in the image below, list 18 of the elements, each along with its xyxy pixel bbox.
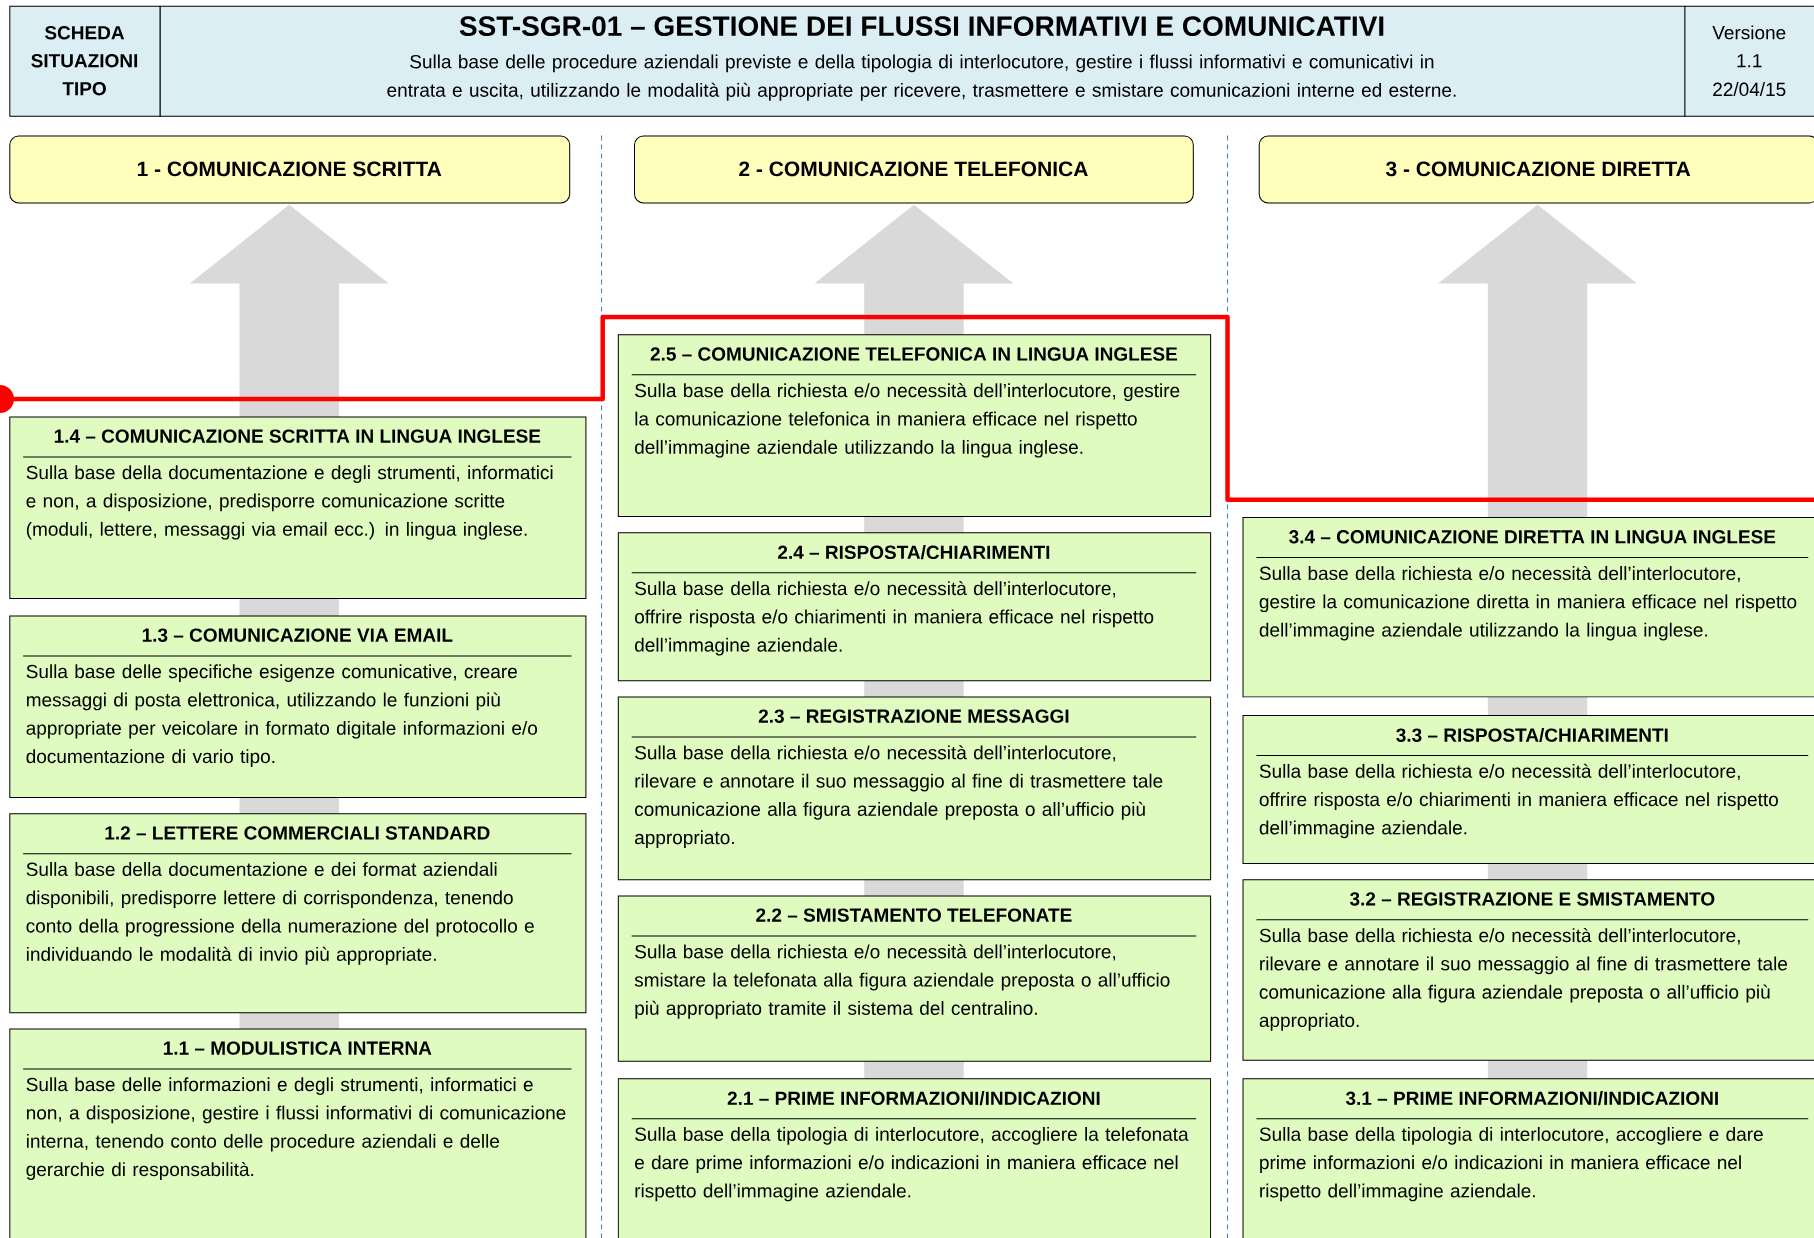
text-box: 2.1 – PRIME INFORMAZIONI/INDICAZIONI Sulla base della tipologia di interlocutore, accogliere la telefonata e dare prime informazioni e/o indicazioni in maniera efficace nel rispetto dell’immagine aziendale. xyxy=(617,1078,1212,1238)
text-box: 3.3 – RISPOSTA/CHIARIMENTI Sulla base della richiesta e/o necessità dell’interlocutore, offrire risposta e/o chiarimenti in maniera efficace nel rispetto dell’immagine aziendale. xyxy=(1242,715,1814,865)
header-cell: SCHEDA SITUAZIONI TIPO xyxy=(9,5,161,117)
text-box: 1.2 – LETTERE COMMERCIALI STANDARD Sulla base della documentazione e dei format aziendali disponibili, predisporre lettere di corrispondenza, tenendo conto della progressione della numerazione del protocollo e individuando le modalità di invio più appropriate. xyxy=(9,813,587,1014)
text-box: 1.4 – COMUNICAZIONE SCRITTA IN LINGUA INGLESE Sulla base della documentazione e degli strumenti, informatici e non, a disposizione, predisporre comunicazione scritte (moduli, lettere, messaggi via email ecc.) in lingua inglese. xyxy=(9,416,587,600)
text-box: 3.1 – PRIME INFORMAZIONI/INDICAZIONI Sulla base della tipologia di interlocutore, accogliere e dare prime informazioni e/o indicazioni in maniera efficace nel rispetto dell’immagine aziendale. xyxy=(1242,1078,1814,1238)
header-cell: Versione 1.1 22/04/15 xyxy=(1684,5,1814,117)
text-box: 2.2 – SMISTAMENTO TELEFONATE Sulla base della richiesta e/o necessità dell’interlocutore, smistare la telefonata alla figura aziendale preposta o all’ufficio più appropriato tramite il sistema del centralino. xyxy=(617,895,1212,1062)
text-box: 3.2 – REGISTRAZIONE E SMISTAMENTO Sulla base della richiesta e/o necessità dell’interlocutore, rilevare e annotare il suo messaggio al fine di trasmettere tale comunicazione alla figura aziendale preposta o all’ufficio più appropriato. xyxy=(1242,879,1814,1061)
text-box: 2.3 – REGISTRAZIONE MESSAGGI Sulla base della richiesta e/o necessità dell’interlocutore, rilevare e annotare il suo messaggio al fine di trasmettere tale comunicazione alla figura aziendale preposta o all’ufficio più appropriato. xyxy=(617,696,1212,881)
text-box: 1.3 – COMUNICAZIONE VIA EMAIL Sulla base delle specifiche esigenze comunicative, creare messaggi di posta elettronica, utilizzando le funzioni più appropriate per veicolare in formato digitale informazioni e/o documentazione di vario tipo. xyxy=(9,615,587,799)
text-box: 2.5 – COMUNICAZIONE TELEFONICA IN LINGUA INGLESE Sulla base della richiesta e/o necessità dell’interlocutore, gestire la comunicazione telefonica in maniera efficace nel rispetto dell’immagine aziendale utilizzando la lingua inglese. xyxy=(617,334,1212,517)
column-header: 3 - COMUNICAZIONE DIRETTA xyxy=(1258,135,1814,204)
text-box: 2.4 – RISPOSTA/CHIARIMENTI Sulla base della richiesta e/o necessità dell’interlocutore, offrire risposta e/o chiarimenti in maniera efficace nel rispetto dell’immagine aziendale. xyxy=(617,532,1212,682)
text-box: 1.1 – MODULISTICA INTERNA Sulla base delle informazioni e degli strumenti, informatici e non, a disposizione, gestire i flussi informativi di comunicazione interna, tenendo conto delle procedure aziendali e delle gerarchie di responsabilità. xyxy=(9,1028,587,1238)
column-header: 2 - COMUNICAZIONE TELEFONICA xyxy=(634,135,1194,204)
text-box: 3.4 – COMUNICAZIONE DIRETTA IN LINGUA INGLESE Sulla base della richiesta e/o necessità dell’interlocutore, gestire la comunicazione diretta in maniera efficace nel rispetto dell’immagine aziendale utilizzando la lingua inglese. xyxy=(1242,517,1814,698)
column-header: 1 - COMUNICAZIONE SCRITTA xyxy=(9,135,571,204)
